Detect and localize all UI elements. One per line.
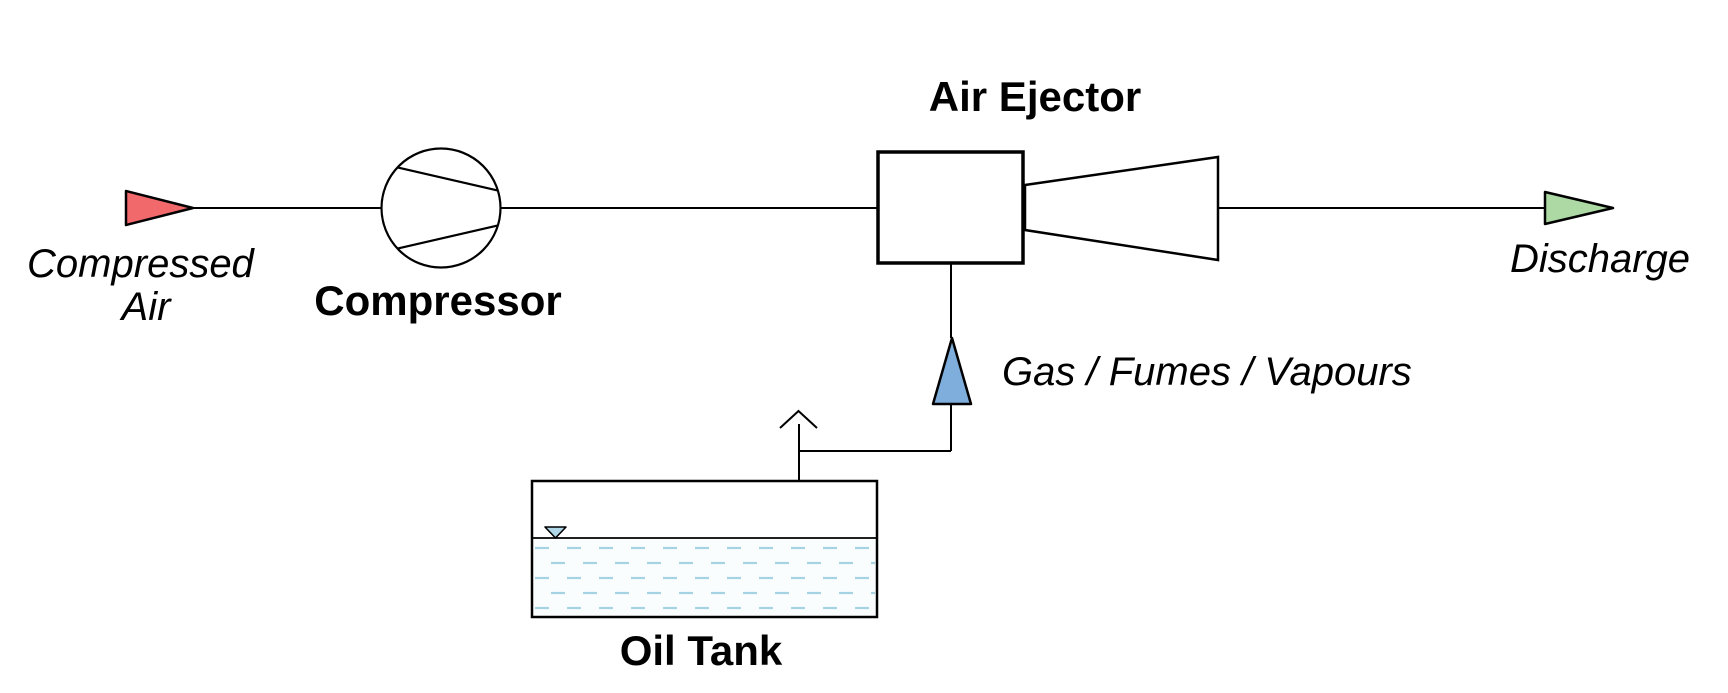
air-ejector-symbol <box>876 150 1220 265</box>
compressor-vane-top <box>397 166 499 192</box>
gas-fumes-vapours-label: Gas / Fumes / Vapours <box>1002 350 1412 394</box>
compressed-air-label: Compressed Air <box>27 242 265 329</box>
oil-tank-label: Oil Tank <box>620 627 783 674</box>
ejector-body <box>876 150 1025 265</box>
vent-arrow-icon <box>779 409 818 429</box>
air-ejector-label: Air Ejector <box>929 73 1141 120</box>
compressor-circle <box>380 147 502 269</box>
compressor-vane-bottom <box>397 224 499 250</box>
ejector-diffuser <box>1023 155 1220 262</box>
discharge-label: Discharge <box>1510 237 1690 281</box>
compressed-air-arrow-icon <box>124 189 195 227</box>
compressor-label: Compressor <box>314 277 561 324</box>
liquid-level-marker-icon <box>544 526 567 539</box>
tank-liquid-dashes <box>534 539 875 615</box>
compressor-symbol <box>380 147 502 269</box>
oil-tank-symbol <box>530 479 879 619</box>
gas-suction-arrow-icon <box>931 336 973 406</box>
discharge-arrow-icon <box>1543 190 1615 226</box>
